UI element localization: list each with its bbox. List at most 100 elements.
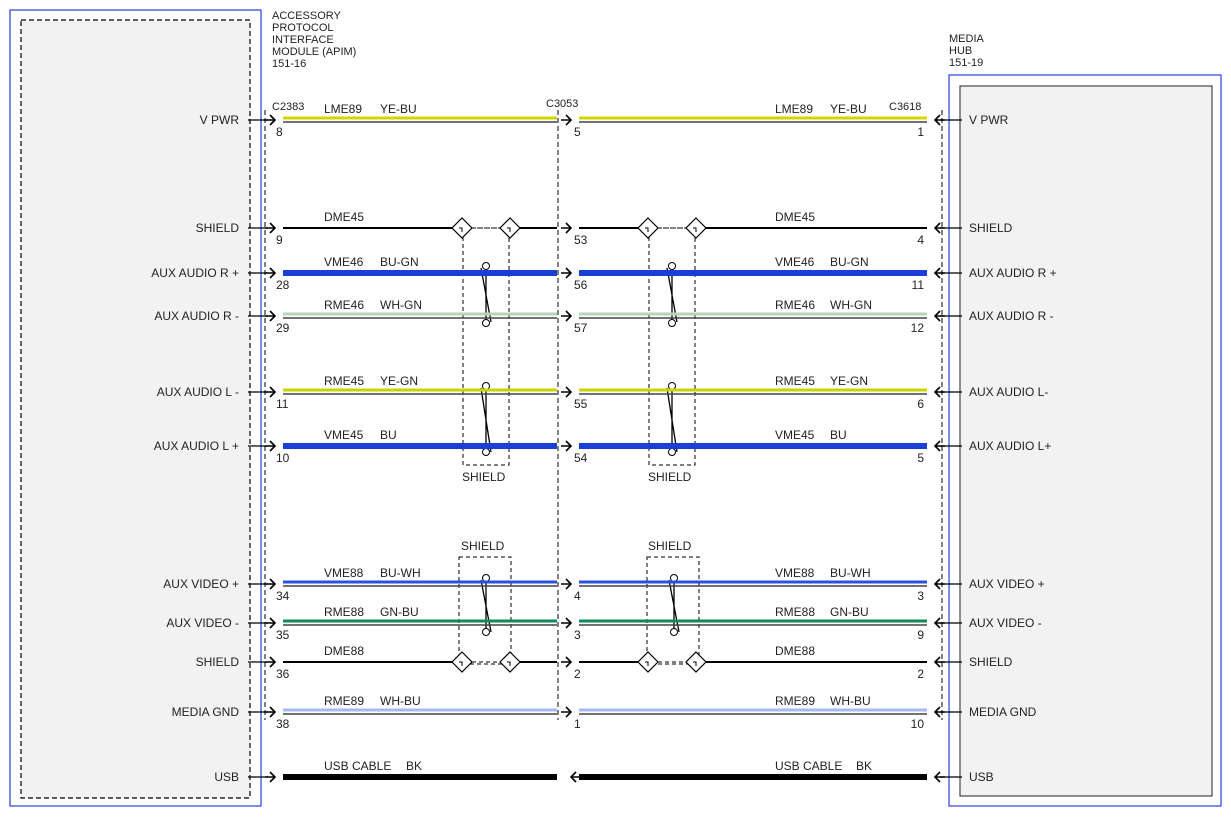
apim-pin-label: USB: [214, 770, 239, 784]
color-code-left: BU-WH: [380, 566, 421, 580]
pin-number-hub: 2: [917, 667, 924, 681]
apim-pin-label: SHIELD: [196, 655, 240, 669]
shield-drain-left-a-tick: [459, 661, 463, 666]
pin-number-inline: 3: [574, 628, 581, 642]
apim-connector-arrow: [265, 771, 277, 783]
apim-module-frame: [9, 9, 262, 807]
shield-box-left-video: [458, 556, 512, 665]
shield-drain-left-b-tick: [507, 227, 511, 232]
color-code-left: YE-GN: [380, 374, 418, 388]
hub-pin-label: AUX AUDIO R +: [969, 266, 1057, 280]
hub-connector-arrow: [933, 578, 945, 590]
circuit-label-right: VME46: [775, 255, 815, 269]
pin-number-inline: 56: [574, 278, 588, 292]
shield-label-left-video: SHIELD: [461, 539, 505, 553]
hub-connector-arrow: [933, 706, 945, 718]
circuit-label-left: RME88: [324, 605, 364, 619]
apim-connector-arrow: [265, 440, 277, 452]
hub-connector-arrow: [933, 310, 945, 322]
apim-title-line-4: MODULE (APIM): [272, 46, 356, 58]
twist-marker-audio-l-right: [666, 382, 678, 456]
circuit-label-right: LME89: [775, 102, 813, 116]
pin-number-apim: 35: [276, 628, 290, 642]
inline-connector-arrow: [561, 706, 573, 718]
circuit-label-left: DME45: [324, 210, 364, 224]
hub-connector-arrow: [933, 386, 945, 398]
shield-drain-left-a-tick: [459, 227, 463, 232]
media-hub-frame: [948, 74, 1222, 807]
apim-pin-label: AUX VIDEO -: [166, 616, 239, 630]
shield-box-right-video: [646, 556, 700, 665]
pin-number-apim: 9: [276, 233, 283, 247]
circuit-label-left: VME45: [324, 428, 364, 442]
apim-connector-arrow: [265, 656, 277, 668]
color-code-right: WH-GN: [830, 298, 872, 312]
pin-number-apim: 28: [276, 278, 290, 292]
pin-number-apim: 38: [276, 717, 290, 731]
apim-connector-arrow: [265, 617, 277, 629]
pin-number-hub: 10: [911, 717, 925, 731]
circuit-label-left: LME89: [324, 102, 362, 116]
hub-pin-label: SHIELD: [969, 221, 1013, 235]
color-code-right: WH-BU: [830, 694, 871, 708]
apim-connector-arrow: [265, 222, 277, 234]
circuit-label-right: RME46: [775, 298, 815, 312]
pin-number-apim: 10: [276, 451, 290, 465]
apim-module-body: [20, 19, 251, 799]
apim-title-line-5: 151-16: [272, 58, 306, 70]
color-code-right: GN-BU: [830, 605, 869, 619]
hub-title-line-1: MEDIA: [949, 33, 985, 45]
apim-pin-label: AUX AUDIO L -: [157, 385, 239, 399]
hub-connector-arrow: [933, 267, 945, 279]
inline-connector-arrow: [561, 578, 573, 590]
shield-drain-left-b-tick: [507, 661, 511, 666]
hub-pin-label: MEDIA GND: [969, 705, 1037, 719]
circuit-label-right: VME88: [775, 566, 815, 580]
shield-label-right-video: SHIELD: [648, 539, 692, 553]
hub-pin-label: AUX VIDEO -: [969, 616, 1042, 630]
circuit-label-right: RME45: [775, 374, 815, 388]
color-code-right: BK: [856, 759, 872, 773]
hub-pin-label: USB: [969, 770, 994, 784]
apim-title-line-2: PROTOCOL: [272, 22, 334, 34]
shield-drain-right-b-tick: [693, 227, 697, 232]
pin-number-hub: 4: [917, 233, 924, 247]
apim-connector-arrow: [265, 267, 277, 279]
pin-number-inline: 53: [574, 233, 588, 247]
pin-number-hub: 9: [917, 628, 924, 642]
circuit-label-left: RME46: [324, 298, 364, 312]
hub-connector-arrow: [933, 114, 945, 126]
shield-label-right-audio: SHIELD: [648, 470, 692, 484]
connector-c3618: C3618: [889, 101, 921, 113]
hub-title-line-3: 151-19: [949, 57, 983, 69]
apim-connector-arrow: [265, 386, 277, 398]
pin-number-hub: 1: [917, 125, 924, 139]
pin-number-apim: 29: [276, 321, 290, 335]
color-code-left: BU: [380, 428, 397, 442]
color-code-right: BU-WH: [830, 566, 871, 580]
color-code-right: BU-GN: [830, 255, 869, 269]
hub-pin-label: AUX VIDEO +: [969, 577, 1045, 591]
wire-row: AUX VIDEO - AUX VIDEO - RME88 RME88 GN-BU GN-…: [166, 605, 1041, 642]
circuit-label-right: VME45: [775, 428, 815, 442]
media-hub-body: [959, 85, 1213, 797]
pin-number-inline: 5: [574, 125, 581, 139]
inline-connector-arrow: [561, 310, 573, 322]
circuit-label-right: RME88: [775, 605, 815, 619]
pin-number-inline: 2: [574, 667, 581, 681]
color-code-right: BU: [830, 428, 847, 442]
color-code-left: GN-BU: [380, 605, 419, 619]
color-code-left: BK: [406, 759, 422, 773]
pin-number-inline: 55: [574, 397, 588, 411]
circuit-label-left: RME89: [324, 694, 364, 708]
twist-marker-video-left: [480, 574, 492, 636]
apim-pin-label: AUX AUDIO R +: [151, 266, 239, 280]
apim-pin-label: SHIELD: [196, 221, 240, 235]
